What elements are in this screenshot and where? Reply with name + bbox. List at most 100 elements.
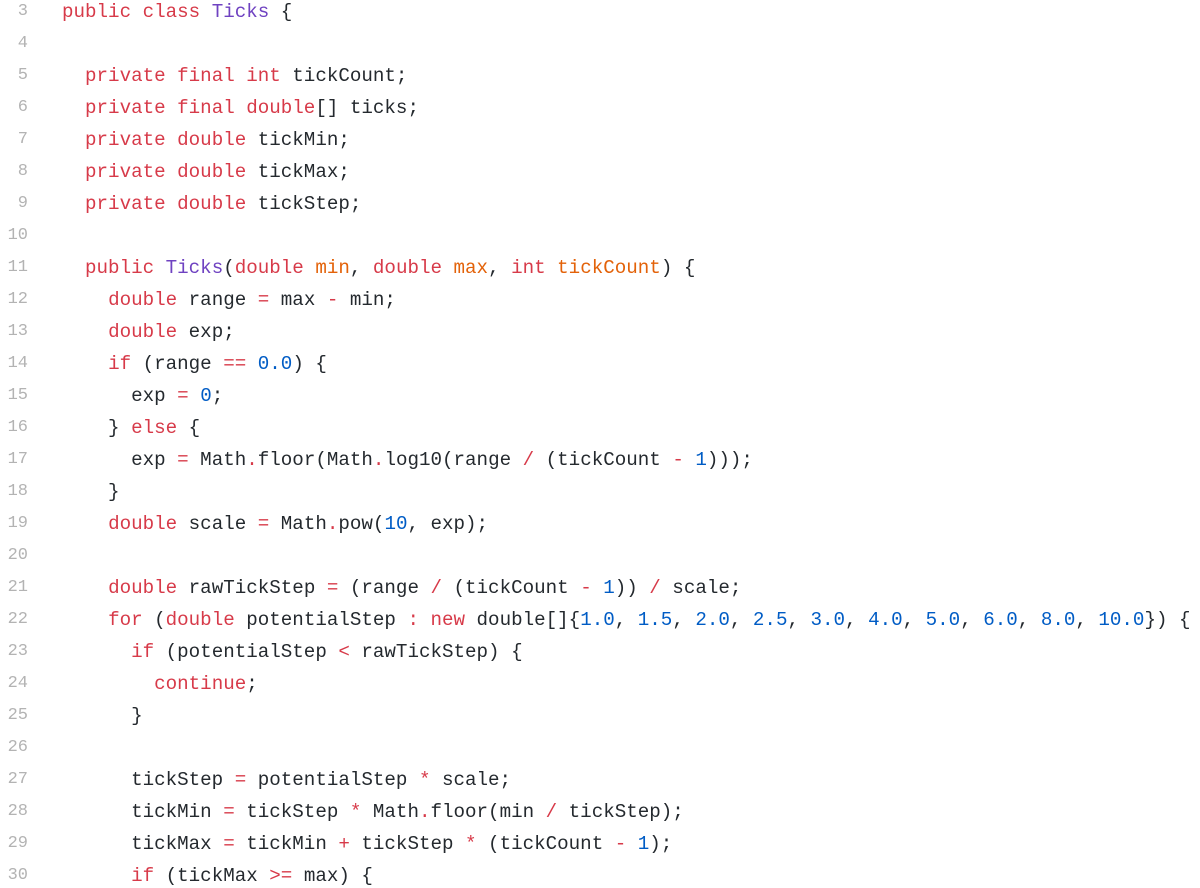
code-token: (tickCount	[534, 449, 673, 471]
code-token: max) {	[292, 865, 373, 887]
line-number: 17	[7, 450, 28, 469]
code-token: potentialStep	[246, 769, 419, 791]
code-token: 3.0	[810, 609, 846, 631]
code-token: tickStep	[234, 801, 350, 823]
code-token: )));	[706, 449, 753, 471]
line-source: tickMax = tickMin + tickStep * (tickCoun…	[62, 828, 672, 860]
line-source: private final int tickCount;	[62, 60, 407, 92]
code-token: 10	[384, 513, 408, 535]
code-token	[592, 577, 604, 599]
code-token: floor(min	[430, 801, 546, 823]
code-token: tickMin;	[246, 129, 350, 151]
code-token: (range	[338, 577, 431, 599]
code-token: pow(	[338, 513, 385, 535]
code-token: scale	[177, 513, 258, 535]
code-token: (tickMax	[154, 865, 270, 887]
code-token: tickMax	[62, 833, 224, 855]
code-token	[62, 673, 154, 695]
code-token	[62, 289, 108, 311]
code-token	[62, 513, 108, 535]
code-token: /	[522, 449, 535, 471]
code-token: 6.0	[983, 609, 1018, 631]
code-token: *	[349, 801, 362, 823]
code-token: Ticks	[211, 1, 270, 23]
code-token: , exp);	[407, 513, 489, 535]
code-token: ,	[614, 609, 638, 631]
code-token: int	[511, 257, 558, 279]
code-token	[62, 193, 85, 215]
code-token: exp	[62, 449, 178, 471]
line-source: tickMin = tickStep * Math.floor(min / ti…	[62, 796, 684, 828]
line-number: 25	[7, 706, 28, 725]
code-token: ,	[1075, 609, 1099, 631]
code-token: tickMin	[62, 801, 224, 823]
code-token: double	[108, 289, 178, 311]
code-token	[189, 385, 201, 407]
line-number: 8	[17, 162, 28, 181]
code-token	[62, 161, 85, 183]
code-token: tickCount;	[280, 65, 408, 87]
code-token: }) {	[1144, 609, 1191, 631]
code-token: ,	[729, 609, 753, 631]
line-number: 12	[7, 290, 28, 309]
line-number: 11	[7, 258, 28, 277]
code-token: tickCount	[557, 257, 661, 279]
code-token: ) {	[660, 257, 696, 279]
code-token: 1.5	[637, 609, 673, 631]
code-token: [] ticks;	[315, 97, 419, 119]
code-token: double	[165, 609, 235, 631]
code-token: private double	[85, 129, 247, 151]
code-token: tickStep	[349, 833, 466, 855]
code-token: =	[234, 769, 247, 791]
line-number: 26	[7, 738, 28, 757]
code-token	[62, 257, 85, 279]
code-token: if	[108, 353, 132, 375]
line-source: public Ticks(double min, double max, int…	[62, 252, 695, 284]
code-token: (tickCount	[442, 577, 581, 599]
line-source: private double tickMax;	[62, 156, 350, 188]
code-token: =	[257, 513, 270, 535]
code-token: >=	[269, 865, 293, 887]
code-token: 0.0	[257, 353, 293, 375]
line-source: if (tickMax >= max) {	[62, 860, 373, 888]
code-token: .	[372, 449, 385, 471]
code-token: for	[108, 609, 143, 631]
line-number: 21	[7, 578, 28, 597]
line-number: 4	[17, 34, 28, 53]
code-token: 2.5	[752, 609, 788, 631]
code-token	[684, 449, 696, 471]
code-token: scale;	[660, 577, 742, 599]
line-source: private final double[] ticks;	[62, 92, 419, 124]
code-token: *	[418, 769, 431, 791]
line-number: 30	[7, 866, 28, 885]
code-token: (tickCount	[476, 833, 615, 855]
line-number: 10	[7, 226, 28, 245]
line-number: 7	[17, 130, 28, 149]
code-token: rawTickStep) {	[349, 641, 523, 663]
code-token: 1	[637, 833, 650, 855]
code-token: .	[246, 449, 258, 471]
line-source: private double tickMin;	[62, 124, 350, 156]
code-token: (range	[131, 353, 224, 375]
code-token: max	[453, 257, 489, 279]
code-token: rawTickStep	[177, 577, 327, 599]
line-source: double scale = Math.pow(10, exp);	[62, 508, 488, 540]
code-token: potentialStep	[234, 609, 408, 631]
code-token: -	[326, 289, 339, 311]
code-token: *	[465, 833, 477, 855]
code-token: /	[545, 801, 558, 823]
code-token: double	[372, 257, 454, 279]
code-token: double	[234, 257, 316, 279]
code-token: =	[257, 289, 270, 311]
code-token: ,	[845, 609, 869, 631]
code-token: }	[62, 417, 132, 439]
code-token: double	[108, 513, 178, 535]
code-token: }	[62, 481, 120, 503]
line-number: 16	[7, 418, 28, 437]
code-token	[62, 321, 108, 343]
line-source: private double tickStep;	[62, 188, 361, 220]
code-token	[62, 609, 108, 631]
code-token: double	[108, 321, 178, 343]
line-number: 23	[7, 642, 28, 661]
